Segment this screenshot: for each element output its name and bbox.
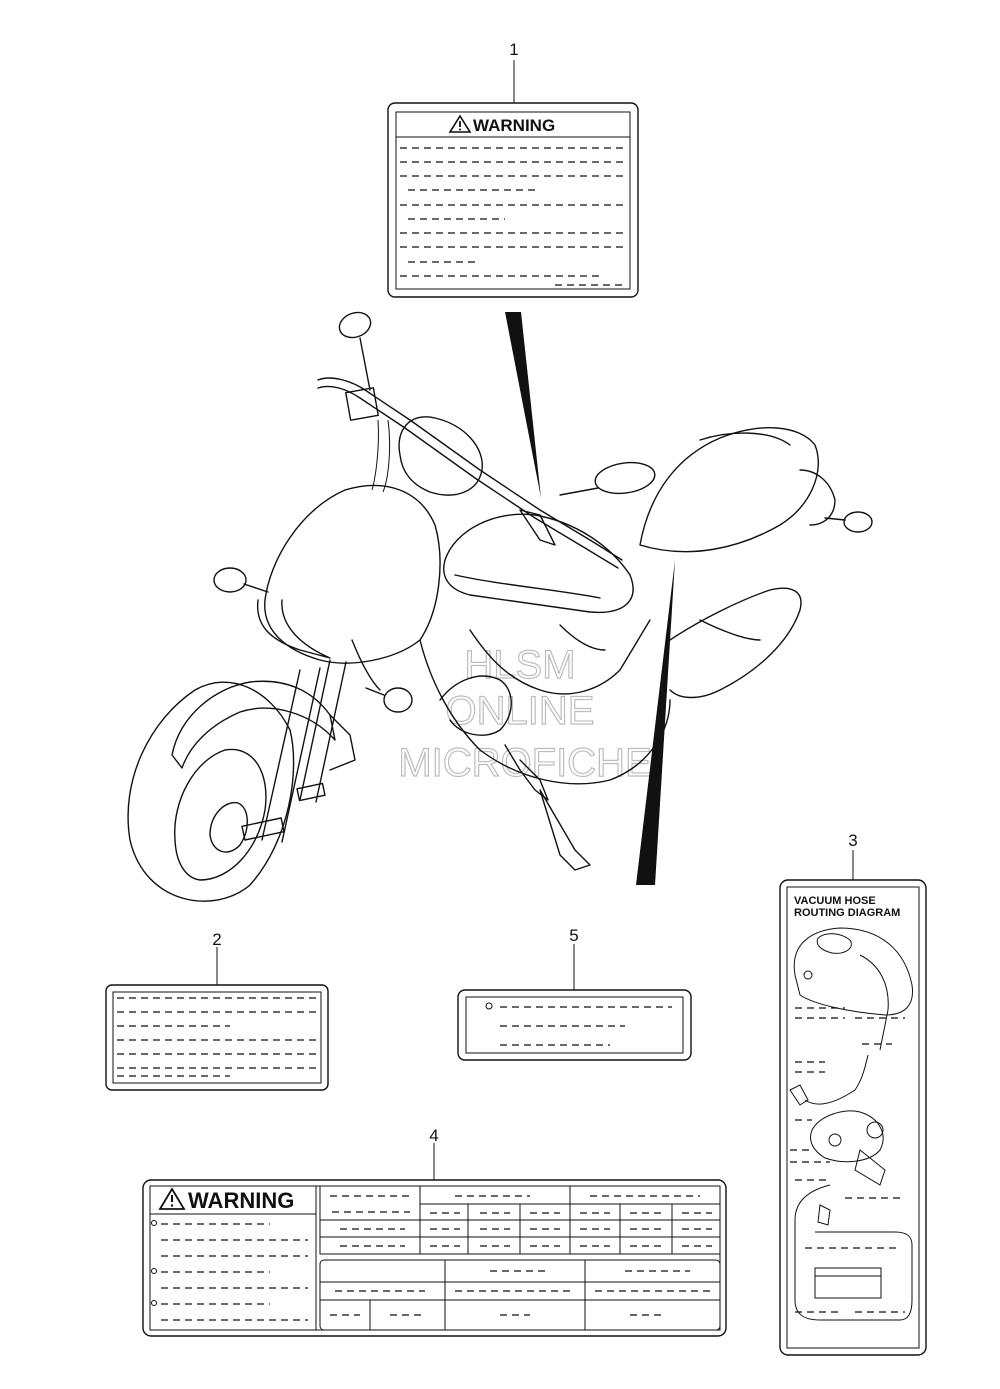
motorcycle-drawing bbox=[127, 311, 873, 902]
callout-5: 5 bbox=[569, 926, 578, 945]
callout-3: 3 bbox=[848, 831, 857, 850]
watermark: HLSM ONLINE MICROFICHE bbox=[398, 642, 653, 785]
callout-1: 1 bbox=[509, 40, 518, 59]
circle-bullet-icon bbox=[485, 1002, 493, 1010]
label-2: 2 bbox=[105, 930, 329, 1091]
pointer-wedge-5 bbox=[636, 560, 675, 885]
label-1: 1 WARNING bbox=[387, 40, 639, 298]
label-3-title-line-1: VACUUM HOSE bbox=[794, 895, 876, 907]
watermark-line-3: MICROFICHE bbox=[398, 741, 651, 785]
label-5: 5 bbox=[457, 926, 692, 1061]
callout-4: 4 bbox=[429, 1126, 438, 1145]
callout-2: 2 bbox=[212, 930, 221, 949]
label-3: 3 VACUUM HOSE ROUTING DIAGRAM bbox=[779, 831, 927, 1356]
warning-triangle-icon bbox=[448, 114, 472, 133]
label-3-title-line-2: ROUTING DIAGRAM bbox=[794, 907, 900, 919]
circle-bullet-icon bbox=[151, 1268, 157, 1274]
label-4-title: WARNING bbox=[188, 1188, 294, 1213]
label-1-title: WARNING bbox=[473, 116, 555, 135]
label-4: 4 WARNING bbox=[142, 1126, 727, 1337]
circle-bullet-icon bbox=[151, 1300, 157, 1306]
warning-triangle-icon bbox=[158, 1187, 186, 1210]
pointer-wedge-1 bbox=[505, 312, 541, 498]
circle-bullet-icon bbox=[151, 1220, 157, 1226]
watermark-line-2: ONLINE bbox=[446, 689, 595, 733]
watermark-line-1: HLSM bbox=[464, 643, 575, 687]
